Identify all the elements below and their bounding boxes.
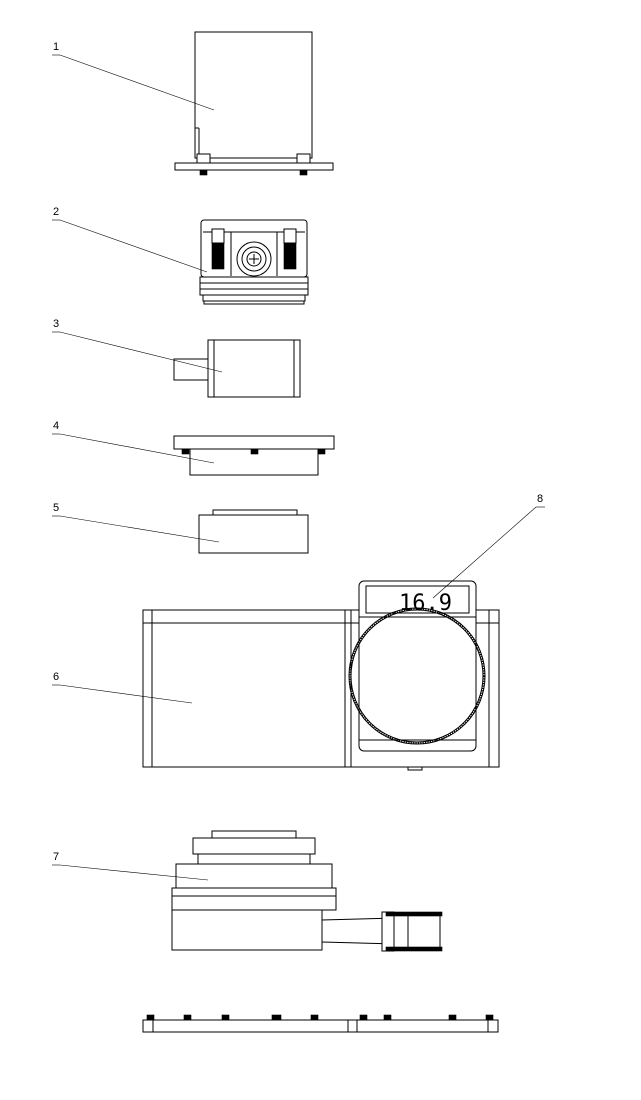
part-1-housing [174, 31, 334, 176]
callout-3: 3 [52, 318, 223, 373]
callout-8-label: 8 [537, 493, 543, 505]
part-3-box-with-tab [173, 339, 301, 398]
callout-4-label: 4 [53, 420, 59, 432]
callout-7: 7 [52, 851, 209, 881]
part-7-motor-assembly [171, 830, 443, 952]
callout-2-label: 2 [53, 206, 59, 218]
part-5-block [198, 509, 309, 554]
callout-7-label: 7 [53, 851, 59, 863]
part-2-clamp-block [199, 219, 309, 305]
gauge-dial [348, 607, 486, 745]
callout-3-label: 3 [53, 318, 59, 330]
callout-4: 4 [52, 420, 215, 464]
callout-2: 2 [52, 206, 208, 273]
bottom-base-plate [142, 1014, 499, 1033]
callout-5: 5 [52, 502, 220, 543]
part-8-gauge: 16.9 [348, 580, 486, 752]
callout-1-label: 1 [53, 41, 59, 53]
callout-8: 8 [432, 493, 545, 599]
callout-6: 6 [52, 671, 193, 704]
callout-6-label: 6 [53, 671, 59, 683]
part-4-cover-plate [173, 435, 335, 476]
callout-1: 1 [52, 41, 215, 111]
gauge-display-reading: 16.9 [399, 591, 452, 616]
callout-5-label: 5 [53, 502, 59, 514]
